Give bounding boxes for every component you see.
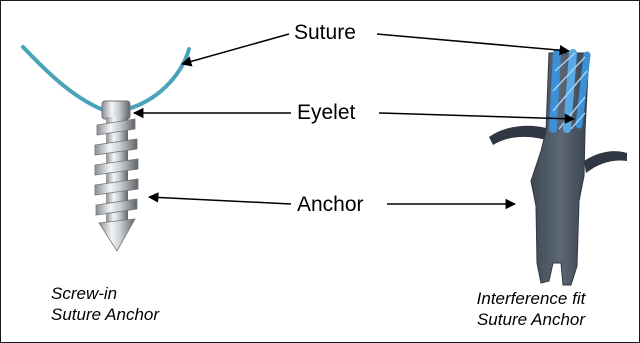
interference-fit-caption-line2: Suture Anchor — [476, 310, 586, 329]
screw-in-caption: Screw-in Suture Anchor — [51, 283, 159, 325]
left-suture-strand — [129, 47, 191, 110]
suture-arrow-right — [376, 33, 571, 56]
anchor-label: Anchor — [297, 193, 364, 216]
interference-fit-caption-line1: Interference fit — [476, 289, 586, 308]
screw-anchor-body — [94, 117, 139, 252]
screw-in-caption-line2: Suture Anchor — [51, 305, 160, 324]
eyelet-arrow-right — [378, 112, 576, 124]
screw-in-caption-line1: Screw-in — [51, 284, 118, 303]
screw-anchor-eyelet — [101, 100, 131, 120]
suture-label: Suture — [294, 21, 356, 44]
interference-anchor-right-wing — [584, 151, 627, 173]
interference-anchor-left-wing — [489, 125, 549, 145]
left-suture-strand — [21, 45, 103, 111]
eyelet-label: Eyelet — [297, 101, 356, 124]
suture-arrow-left — [180, 33, 290, 67]
interference-fit-caption: Interference fit Suture Anchor — [451, 288, 611, 330]
anchor-arrow-left — [147, 192, 292, 205]
